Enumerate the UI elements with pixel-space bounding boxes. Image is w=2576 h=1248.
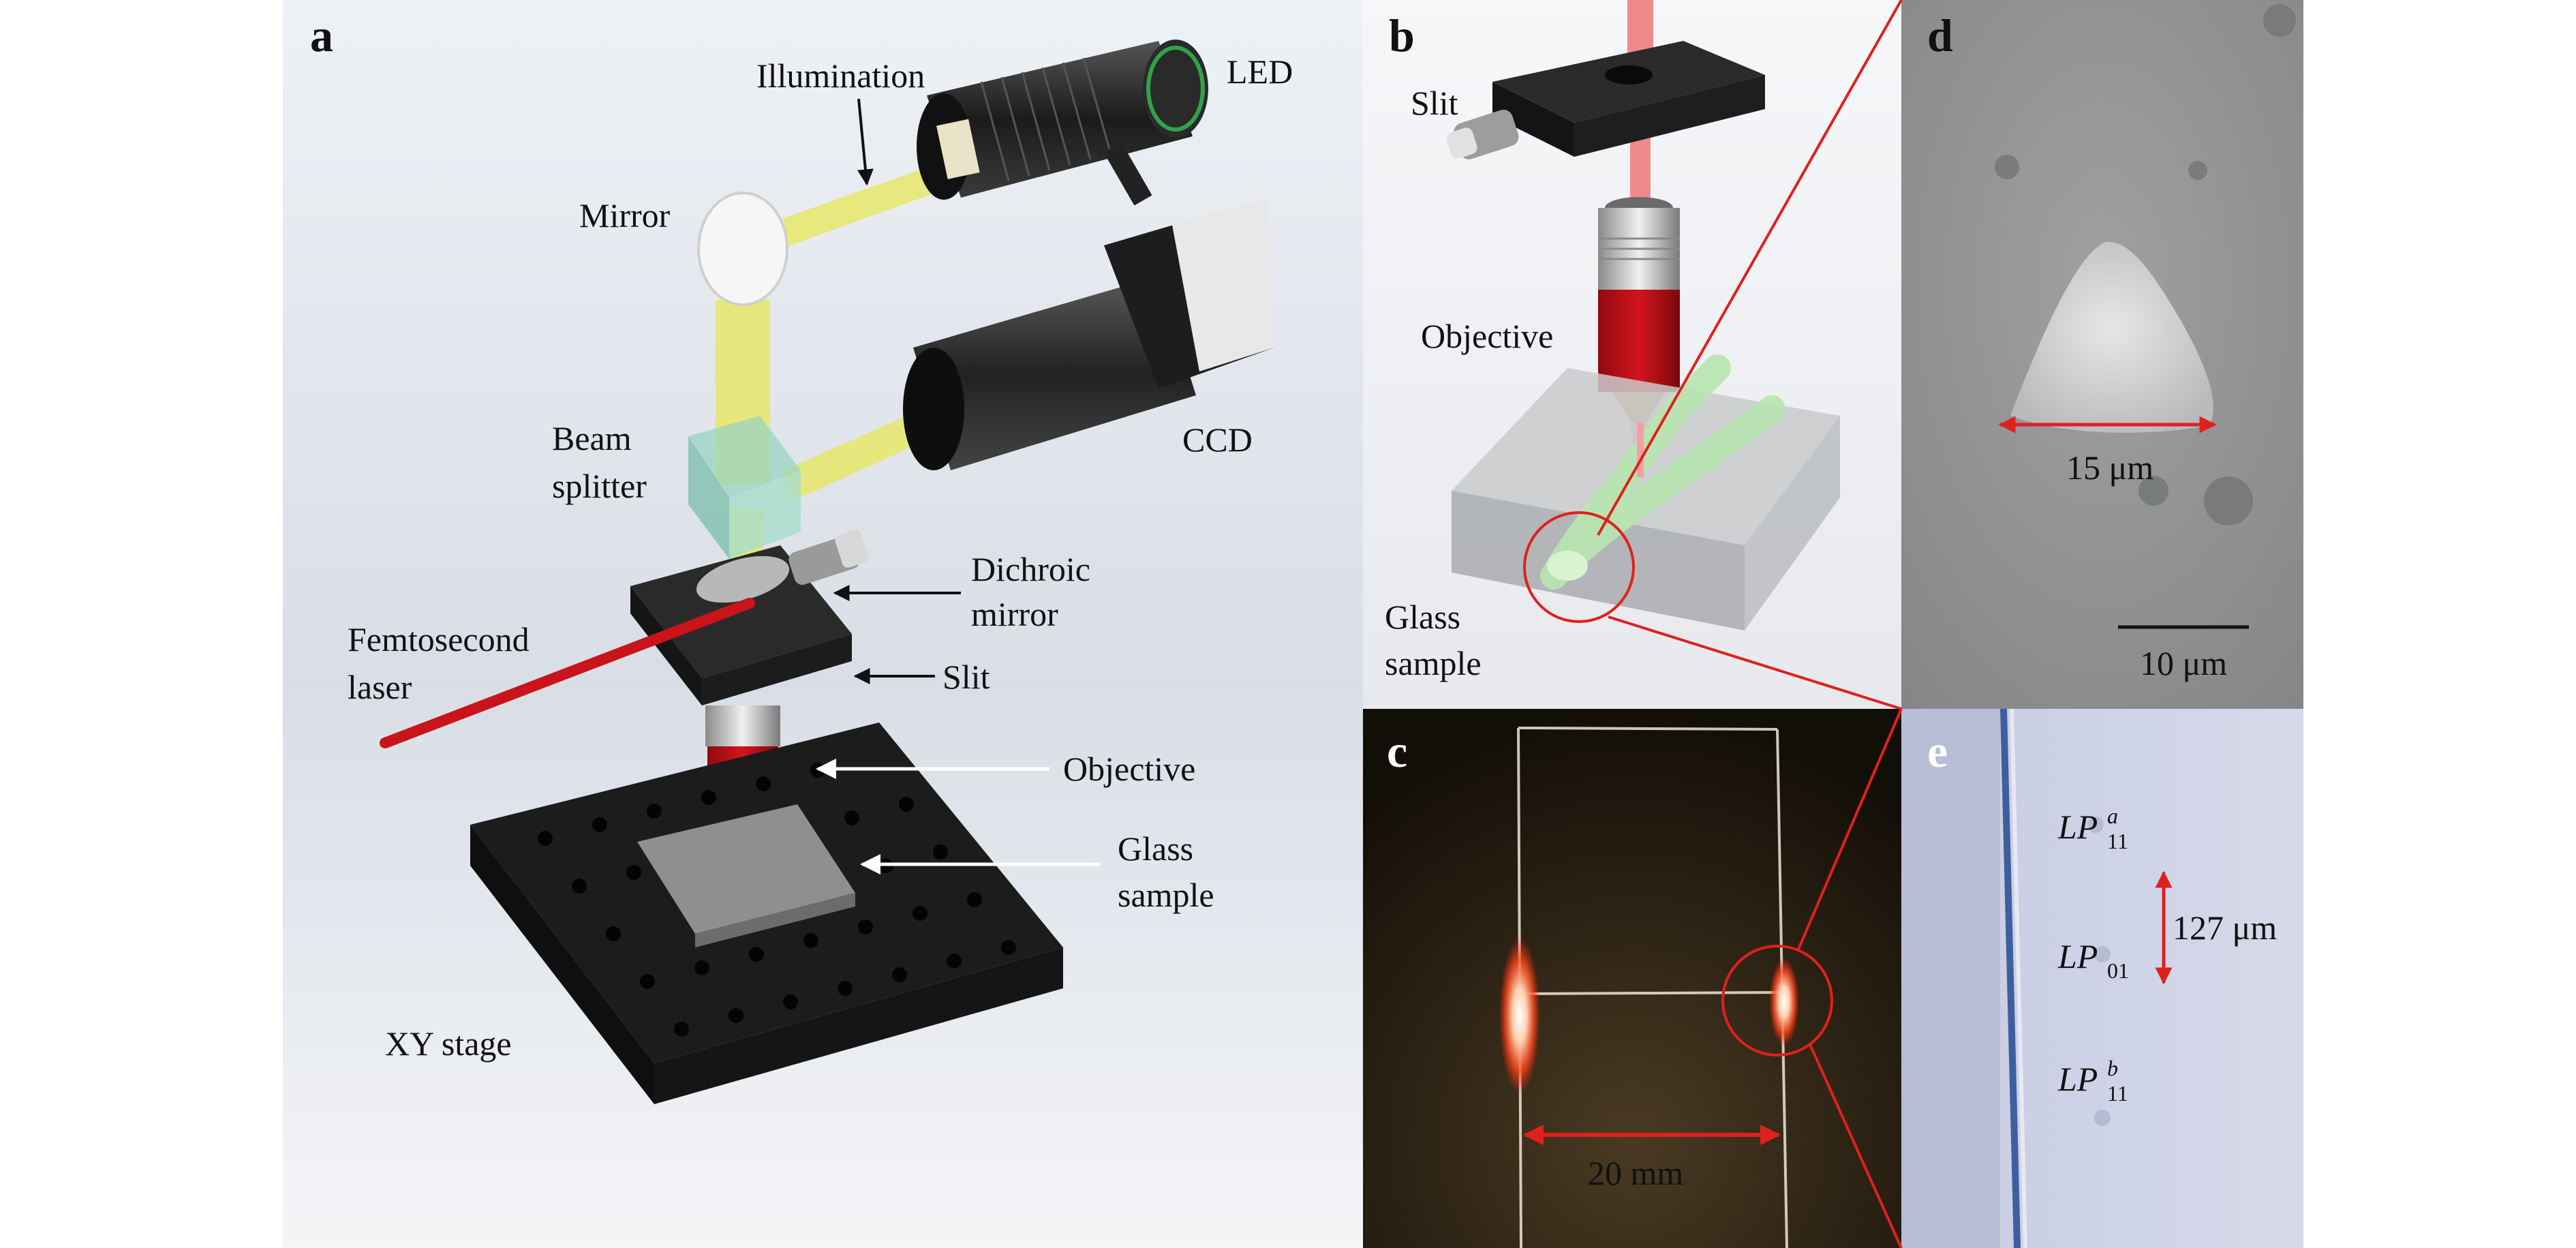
svg-text:11: 11 (2107, 1081, 2128, 1106)
slit-block (630, 530, 869, 705)
scale-label-d: 10 μm (2140, 644, 2227, 682)
panel-e: LP a 11 LP 01 LP b 11 127 μm e (1901, 708, 2303, 1248)
mode-label-lp11a: LP a 11 (2057, 804, 2128, 853)
label-dichroic-2: mirror (971, 595, 1058, 633)
label-mirror: Mirror (579, 196, 671, 234)
width-label-d: 15 μm (2066, 448, 2153, 487)
label-glass-a-2: sample (1118, 876, 1214, 914)
slit-block-b (1446, 41, 1765, 159)
led-source (917, 40, 1208, 206)
label-glass-b-2: sample (1385, 644, 1482, 682)
label-led: LED (1227, 52, 1293, 91)
mode-label-lp01: LP 01 (2057, 937, 2129, 983)
label-slit-a: Slit (942, 658, 990, 696)
panel-letter-e: e (1927, 725, 1948, 777)
femtosecond-laser-beam (380, 598, 755, 748)
label-dichroic-1: Dichroic (971, 550, 1090, 588)
label-beam-splitter-2: splitter (552, 467, 647, 505)
zoom-circle-c (1721, 945, 1833, 1056)
panel-letter-c: c (1387, 725, 1407, 777)
label-glass-b-1: Glass (1385, 598, 1460, 636)
panel-letter-a: a (310, 10, 333, 61)
svg-text:b: b (2107, 1056, 2118, 1080)
panel-d: 15 μm 10 μm d (1901, 0, 2303, 709)
svg-text:01: 01 (2107, 958, 2129, 983)
label-glass-a-1: Glass (1118, 830, 1193, 868)
zoom-connectors (1597, 0, 1903, 1248)
svg-text:a: a (2107, 804, 2118, 828)
label-xy-stage: XY stage (385, 1024, 512, 1063)
panel-c-background (1363, 709, 1901, 1248)
beam-splitter-cube (688, 416, 801, 498)
glow-left (1499, 937, 1540, 1094)
svg-text:LP: LP (2057, 808, 2098, 846)
glass-sample (637, 804, 855, 934)
svg-text:LP: LP (2057, 937, 2098, 975)
panel-letter-b: b (1389, 10, 1415, 61)
label-slit-b: Slit (1411, 84, 1458, 122)
scale-label-c: 20 mm (1588, 1154, 1683, 1192)
label-objective-b: Objective (1421, 317, 1553, 355)
panel-letter-d: d (1927, 10, 1953, 61)
mode-label-lp11b: LP b 11 (2057, 1056, 2128, 1106)
panel-b: b Slit Objective Glass sample (1363, 0, 1901, 709)
chip-edge-e (2000, 708, 2021, 1248)
label-femtosecond-1: Femtosecond (348, 620, 530, 658)
label-femtosecond-2: laser (348, 668, 412, 706)
glow-right (1769, 958, 1799, 1046)
label-beam-splitter-1: Beam (552, 419, 632, 457)
mirror-element (697, 192, 788, 306)
ccd-camera (903, 198, 1274, 470)
zoom-circle-b (1523, 511, 1635, 623)
svg-text:LP: LP (2057, 1060, 2098, 1098)
label-illumination: Illumination (756, 57, 925, 95)
svg-text:11: 11 (2107, 829, 2128, 853)
spacing-label-e: 127 μm (2173, 909, 2277, 947)
label-objective-a: Objective (1063, 750, 1195, 788)
panel-a: a Illumination LED Mirror CCD Beam split… (283, 0, 1363, 1248)
label-ccd: CCD (1182, 421, 1253, 459)
panel-c: 20 mm c (1363, 709, 1901, 1248)
triangle-cross-section (2010, 241, 2213, 433)
